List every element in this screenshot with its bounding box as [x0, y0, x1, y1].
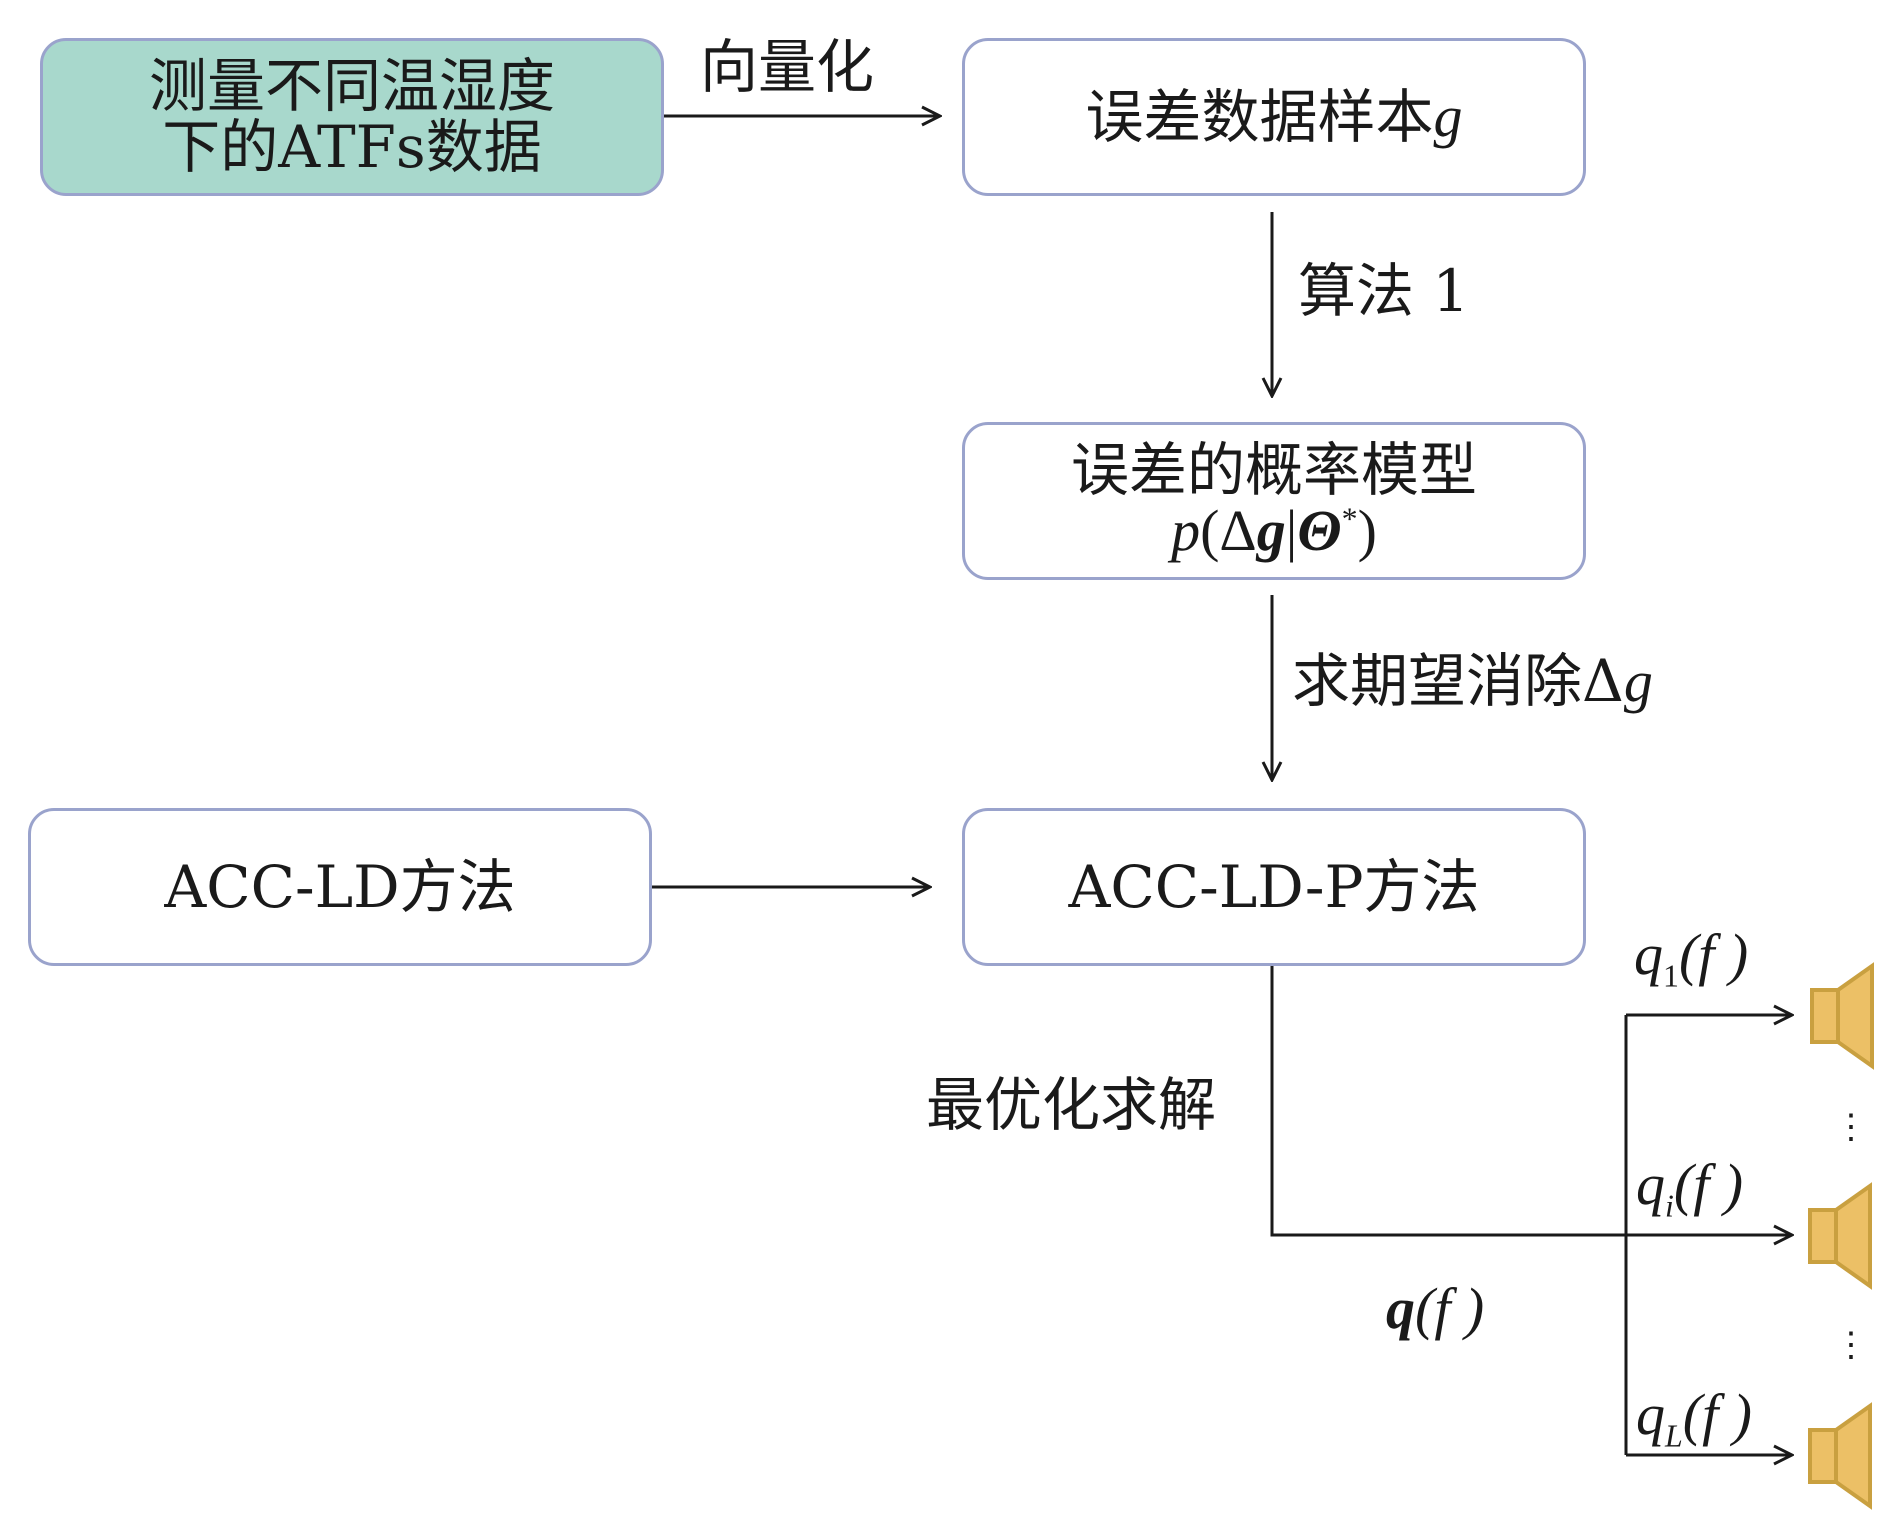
- vectorize-label: 向量化: [700, 33, 875, 101]
- prob-model-formula: p(Δg|Θ*): [1171, 498, 1377, 563]
- algorithm-label: 算法 1: [1298, 257, 1470, 325]
- q-vector-label: q(f ): [1386, 1276, 1485, 1341]
- var-g: g: [1433, 83, 1463, 149]
- ellipsis-icon: ⋮: [1834, 1107, 1868, 1147]
- probability-model-box: 误差的概率模型 p(Δg|Θ*): [962, 422, 1586, 580]
- optimize-line: [1270, 965, 1626, 1237]
- measure-line1: 测量不同温湿度: [148, 52, 555, 121]
- ellipsis-icon: ⋮: [1834, 1325, 1868, 1365]
- optimize-label: 最优化求解: [926, 1071, 1217, 1139]
- output-label-L: qL(f ): [1636, 1382, 1752, 1454]
- acc-ld-p-text: ACC-LD-P方法: [1068, 852, 1480, 921]
- acc-ld-text: ACC-LD方法: [164, 852, 516, 921]
- prob-model-line1: 误差的概率模型: [1070, 436, 1477, 505]
- acc-ld-p-box: ACC-LD-P方法: [962, 808, 1586, 966]
- output-label-i: qi(f ): [1636, 1152, 1744, 1224]
- expectation-label: 求期望消除Δg: [1292, 647, 1653, 715]
- speaker-icon: [1810, 962, 1874, 1070]
- error-samples-text: 误差数据样本: [1085, 82, 1434, 151]
- acc-ld-box: ACC-LD方法: [28, 808, 652, 966]
- speaker-icon: [1808, 1182, 1872, 1290]
- output-label-1: q1(f ): [1634, 922, 1749, 994]
- measure-line2: 下的ATFs数据: [162, 113, 542, 181]
- measure-atf-box: 测量不同温湿度 下的ATFs数据: [40, 38, 664, 196]
- speaker-icon: [1808, 1402, 1872, 1510]
